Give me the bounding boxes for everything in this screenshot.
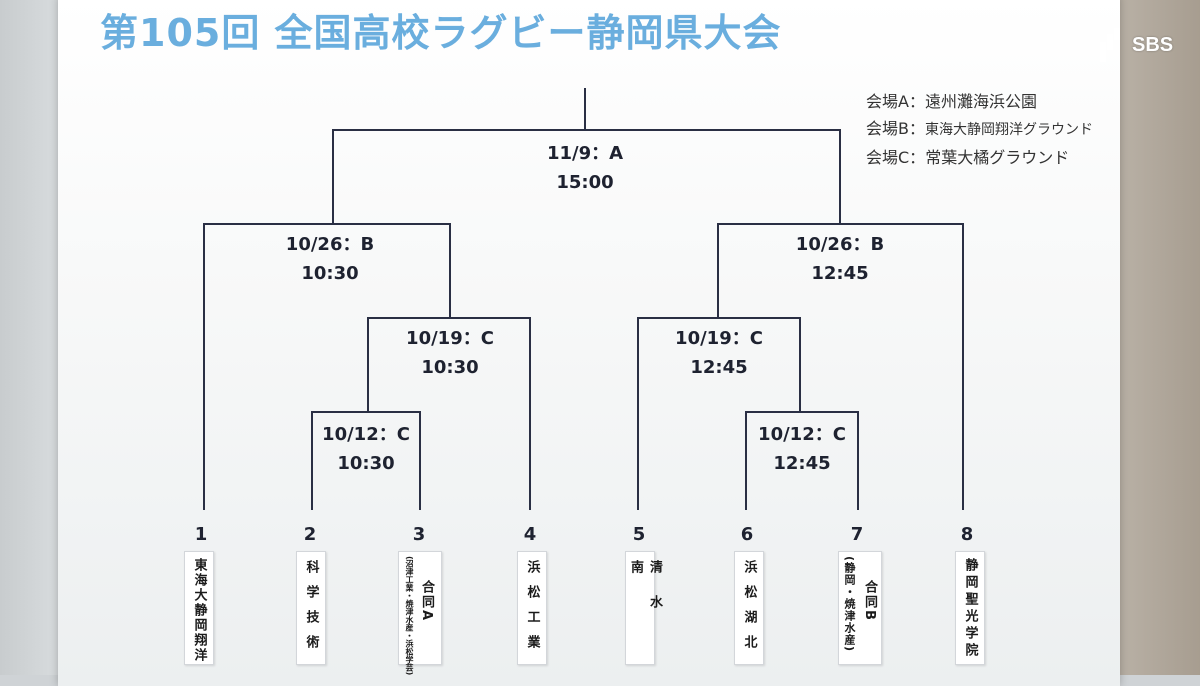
team-name-7: 合同B bbox=[862, 580, 877, 622]
semi-right-date: 10/26：B bbox=[795, 234, 885, 255]
semi-left-match-label: 10/26：B 10:30 bbox=[270, 230, 390, 288]
team-card-2: 科学技術 bbox=[296, 551, 326, 665]
seed-5: 5 bbox=[632, 524, 646, 545]
qf-left-match-label: 10/19：C 10:30 bbox=[390, 324, 510, 382]
r1-left-time: 10:30 bbox=[337, 453, 395, 474]
final-date: 11/9：A bbox=[546, 143, 624, 164]
venue-b-name: 東海大静岡翔洋グラウンド bbox=[924, 122, 1093, 138]
venue-c-name: 常葉大橘グラウンド bbox=[925, 148, 1070, 167]
semi-right-match-label: 10/26：B 12:45 bbox=[780, 230, 900, 288]
seed-3: 3 bbox=[412, 524, 426, 545]
venue-legend: 会場A：遠州灘海浜公園 会場B：東海大静岡翔洋グラウンド 会場C：常葉大橘グラウ… bbox=[866, 88, 1106, 171]
seed-1: 1 bbox=[194, 524, 208, 545]
team-card-6: 浜松湖北 bbox=[734, 551, 764, 665]
broadcaster-logo: SBS bbox=[1098, 28, 1188, 64]
semi-left-time: 10:30 bbox=[301, 263, 359, 284]
team-card-8: 静岡聖光学院 bbox=[955, 551, 985, 665]
r1-left-date: 10/12：C bbox=[322, 424, 410, 445]
r1-right-date: 10/12：C bbox=[758, 424, 846, 445]
r1-left-match-label: 10/12：C 10:30 bbox=[306, 420, 426, 478]
semi-right-connector bbox=[717, 223, 964, 510]
team-name-2: 科学技術 bbox=[303, 560, 319, 660]
team-name-1: 東海大静岡翔洋 bbox=[191, 558, 207, 663]
semi-right-time: 12:45 bbox=[811, 263, 869, 284]
team-sub-7: (静岡・焼津水産) bbox=[843, 556, 856, 653]
tournament-board bbox=[58, 0, 1120, 686]
r1-right-time: 12:45 bbox=[773, 453, 831, 474]
qf-left-connector bbox=[367, 317, 531, 510]
venue-a: 会場A：遠州灘海浜公園 bbox=[866, 88, 1106, 115]
seed-2: 2 bbox=[303, 524, 317, 545]
logo-text: SBS bbox=[1132, 34, 1174, 56]
sbs-logo-icon bbox=[1100, 28, 1120, 62]
semi-left-connector bbox=[203, 223, 451, 510]
team-card-3: 合同A (沼津工業・焼津水産・浜松学芸) bbox=[398, 551, 442, 675]
venue-c: 会場C：常葉大橘グラウンド bbox=[866, 144, 1106, 171]
team-card-7: 合同B (静岡・焼津水産) bbox=[838, 551, 882, 665]
final-time: 15:00 bbox=[556, 172, 614, 193]
team-card-5: 清水南 bbox=[625, 551, 662, 665]
team-sub-3: (沼津工業・焼津水産・浜松学芸) bbox=[405, 556, 414, 676]
seed-8: 8 bbox=[960, 524, 974, 545]
wall-left bbox=[0, 0, 60, 675]
semi-left-date: 10/26：B bbox=[285, 234, 375, 255]
tournament-title: 第105回 全国高校ラグビー静岡県大会 bbox=[100, 11, 782, 55]
r1-right-connector bbox=[745, 411, 859, 510]
qf-right-connector bbox=[637, 317, 801, 510]
qf-left-date: 10/19：C bbox=[406, 328, 494, 349]
team-name-8: 静岡聖光学院 bbox=[962, 558, 978, 660]
team-name-5: 清水南 bbox=[628, 560, 662, 630]
venue-c-label: 会場C： bbox=[866, 148, 926, 167]
qf-left-time: 10:30 bbox=[421, 357, 479, 378]
team-name-4: 浜松工業 bbox=[524, 560, 540, 660]
r1-right-match-label: 10/12：C 12:45 bbox=[742, 420, 862, 478]
team-card-4: 浜松工業 bbox=[517, 551, 547, 665]
final-match-label: 11/9：A 15:00 bbox=[525, 139, 645, 197]
r1-left-connector bbox=[311, 411, 421, 510]
team-card-1: 東海大静岡翔洋 bbox=[184, 551, 214, 665]
final-connector bbox=[332, 129, 841, 224]
qf-right-date: 10/19：C bbox=[675, 328, 763, 349]
venue-b: 会場B：東海大静岡翔洋グラウンド bbox=[866, 115, 1106, 144]
qf-right-match-label: 10/19：C 12:45 bbox=[659, 324, 779, 382]
seed-7: 7 bbox=[850, 524, 864, 545]
team-card-3-content: 合同A (沼津工業・焼津水産・浜松学芸) bbox=[399, 556, 441, 675]
team-card-7-content: 合同B (静岡・焼津水産) bbox=[839, 556, 881, 652]
team-name-3: 合同A bbox=[419, 580, 434, 623]
qf-right-time: 12:45 bbox=[690, 357, 748, 378]
seed-4: 4 bbox=[523, 524, 537, 545]
wall-right bbox=[1118, 0, 1200, 675]
venue-a-label: 会場A： bbox=[866, 92, 925, 111]
venue-b-label: 会場B： bbox=[866, 119, 925, 138]
venue-a-name: 遠州灘海浜公園 bbox=[924, 92, 1037, 111]
team-name-6: 浜松湖北 bbox=[741, 560, 757, 660]
seed-6: 6 bbox=[740, 524, 754, 545]
